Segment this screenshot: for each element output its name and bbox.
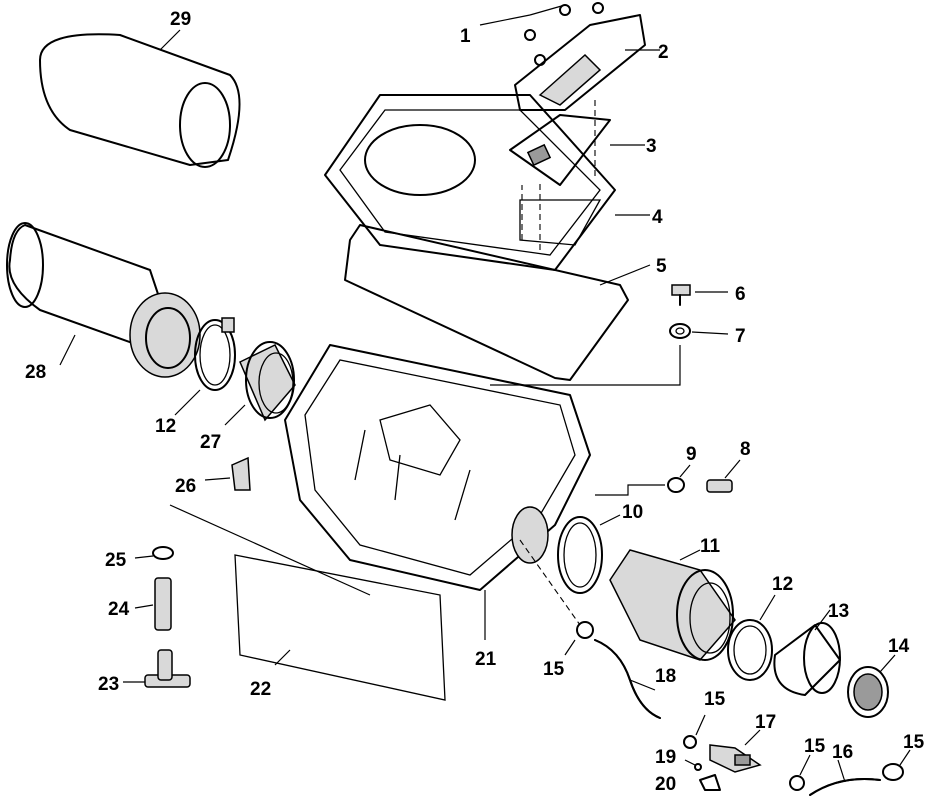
part-15-clamp-d: [882, 749, 911, 781]
part-3-cover-plate: [509, 114, 645, 186]
callout-5: 5: [656, 256, 667, 277]
part-13-funnel: [773, 609, 841, 696]
callout-20: 20: [655, 774, 676, 795]
part-14-ring: [847, 654, 896, 718]
callout-12-right: 12: [772, 574, 793, 595]
callout-23: 23: [98, 674, 119, 695]
part-6-bolt: [671, 284, 728, 306]
part-1-screws: [479, 2, 604, 66]
part-4-airbox-lid: [324, 94, 650, 271]
part-12-clamp-right: [727, 594, 776, 681]
part-25-clamp: [134, 546, 174, 560]
callout-29: 29: [170, 9, 191, 30]
part-15-clamp-c: [789, 754, 811, 791]
part-24-tube: [134, 577, 172, 631]
callout-22: 22: [250, 679, 271, 700]
part-12-clamp-left: [174, 317, 236, 416]
callout-28: 28: [25, 362, 46, 383]
callout-16: 16: [832, 742, 853, 763]
part-28-air-filter: [6, 222, 201, 378]
part-18-drain-hose: [594, 639, 661, 719]
part-23-tee: [123, 649, 191, 688]
callout-10: 10: [622, 502, 643, 523]
callout-15-a: 15: [543, 659, 565, 680]
callout-13: 13: [828, 601, 849, 622]
dashed-guide-lines: [519, 100, 596, 626]
callout-11: 11: [700, 536, 721, 557]
callout-7: 7: [735, 326, 746, 347]
callout-15-c: 15: [804, 736, 826, 757]
callout-21: 21: [475, 649, 497, 670]
callout-15-b: 15: [704, 689, 726, 710]
callout-4: 4: [652, 207, 663, 228]
part-2-duct-cover: [514, 14, 660, 111]
callout-24: 24: [108, 599, 130, 620]
callout-labels: 1 2 3 4 5 6 7 8 9 10 11 12 12 13 14 15 1…: [25, 9, 925, 795]
part-7-washer: [490, 323, 729, 386]
part-16-hose: [809, 759, 881, 796]
callout-26: 26: [175, 476, 196, 497]
callout-2: 2: [658, 42, 669, 63]
part-11-intake-boot: [609, 549, 736, 661]
part-15-clamp-b: [683, 714, 706, 749]
part-9-grommet: [595, 464, 691, 496]
part-21-airbox-base: [284, 344, 591, 640]
callout-14: 14: [888, 636, 910, 657]
callout-15-d: 15: [903, 732, 925, 753]
callout-17: 17: [755, 712, 776, 733]
callout-3: 3: [646, 136, 657, 157]
part-19-clip: [684, 759, 702, 771]
callout-1: 1: [460, 26, 471, 47]
part-29-filter-sleeve: [39, 29, 241, 168]
part-10-seal-ring: [557, 514, 621, 594]
callout-9: 9: [686, 444, 697, 465]
callout-12-left: 12: [155, 416, 176, 437]
callout-19: 19: [655, 747, 676, 768]
part-5-gasket: [344, 224, 651, 381]
callout-8: 8: [740, 439, 751, 460]
part-27-adapter: [224, 341, 296, 426]
part-8-pin: [706, 459, 741, 493]
part-22-shield: [169, 504, 446, 701]
part-15-hose-clamp: [564, 621, 594, 656]
callout-6: 6: [735, 284, 746, 305]
part-26-bracket: [204, 456, 251, 491]
callout-25: 25: [105, 550, 127, 571]
part-20-clip-holder: [699, 774, 721, 791]
part-17-valve: [709, 729, 762, 773]
callout-27: 27: [200, 432, 221, 453]
callout-18: 18: [655, 666, 676, 687]
